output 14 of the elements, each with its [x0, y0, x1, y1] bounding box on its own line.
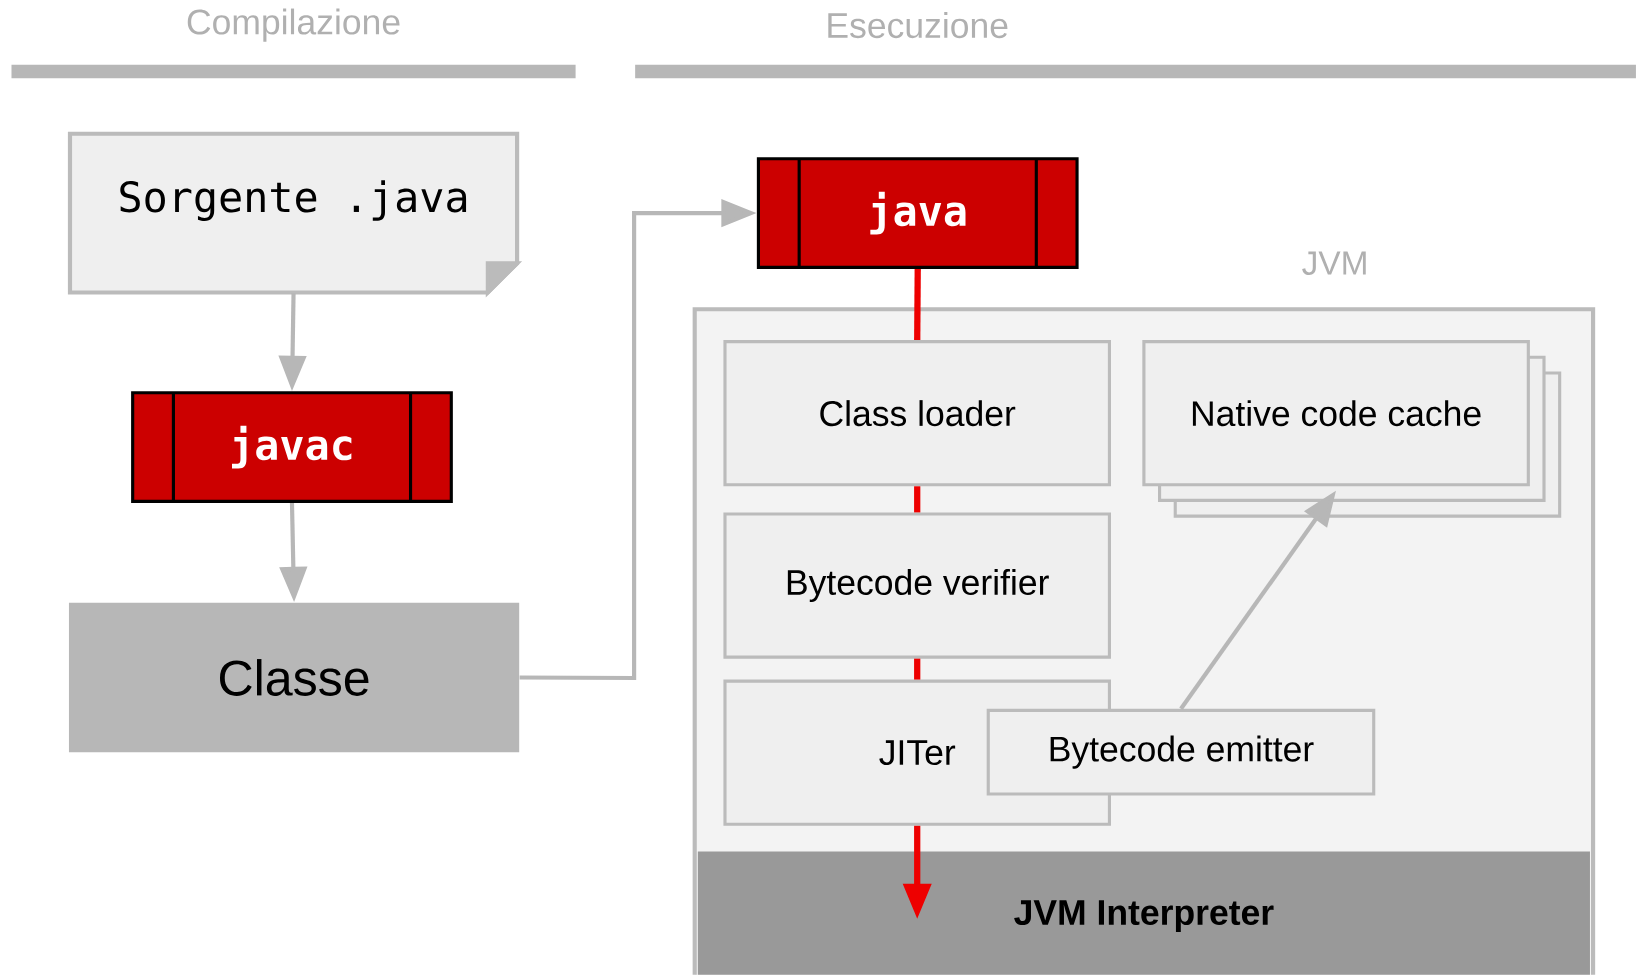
node-label: JVM [1302, 251, 1366, 276]
connector-line [914, 486, 921, 513]
connector-line [914, 269, 921, 341]
section-heading: Compilazione [11, 8, 576, 79]
class-box: Classe [68, 602, 520, 753]
process-box: java [756, 157, 1079, 270]
process-box: javac [131, 391, 453, 504]
component-box: Bytecode emitter [986, 709, 1376, 796]
connector-line [914, 658, 921, 680]
component-box: Class loader [723, 340, 1111, 487]
section-heading: Esecuzione [635, 12, 1636, 79]
interpreter-band: JVM Interpreter [697, 851, 1590, 975]
component-box: Bytecode verifier [723, 512, 1111, 659]
stacked-box: Native code cache [1142, 340, 1562, 518]
